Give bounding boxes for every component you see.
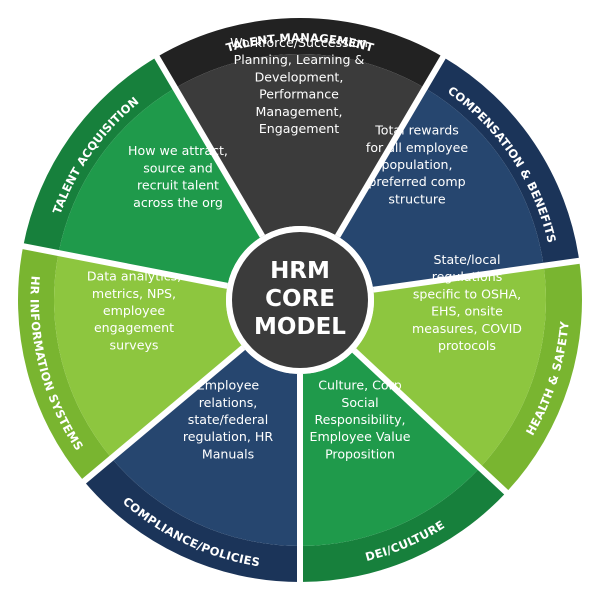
segment-body-line: Culture, Corp — [318, 378, 402, 393]
segment-body-line: across the org — [133, 195, 223, 210]
segment-talent-acquisition: How we attract, source and recruit talent a… — [23, 57, 263, 286]
segment-body-line: Engagement — [259, 121, 339, 136]
segment-body-line: relations, — [199, 395, 258, 410]
segment-body-line: for all employee — [366, 140, 468, 155]
segment-body-talent-acquisition: How we attract, source and recruit talent a… — [128, 143, 228, 210]
segment-body-line: surveys — [110, 337, 159, 352]
segment-body-line: Social — [341, 395, 378, 410]
segment-body-line: metrics, NPS, — [92, 286, 176, 301]
segment-body-line: regulation, HR — [183, 429, 273, 444]
segment-body-line: Employee — [197, 378, 260, 393]
segment-compliance-policies: Employee relations, state/federal regulatio… — [83, 347, 300, 582]
segment-band-compensation-benefits — [424, 57, 580, 266]
hub-disc — [232, 232, 368, 368]
segment-body-line: Total rewards — [374, 123, 459, 138]
segment-body-line: state/federal — [188, 412, 268, 427]
segment-body-line: Development, — [255, 69, 344, 84]
segment-band-dei-culture — [300, 467, 507, 582]
segment-wedge-talent-acquisition — [58, 88, 263, 286]
segment-band-talent-management — [156, 18, 444, 89]
hub: HRM CORE MODEL — [226, 226, 374, 374]
segment-body-line: population, — [381, 157, 452, 172]
segment-wedge-dei-culture — [300, 350, 480, 546]
segment-wedge-compensation-benefits — [337, 88, 544, 290]
segment-body-line: protocols — [438, 338, 496, 353]
segment-divider — [20, 242, 228, 289]
segment-body-line: source and — [143, 160, 213, 175]
segment-band-talent-acquisition — [23, 57, 176, 254]
segment-body-health-safety: State/localregulationsspecific to OSHA,E… — [412, 252, 522, 353]
segment-body-line: How we attract, — [128, 143, 228, 158]
segment-divider — [372, 257, 582, 293]
segment-body-line: structure — [388, 191, 445, 206]
segment-body-line: measures, COVID — [412, 321, 522, 336]
segment-wedge-hr-information-systems — [53, 253, 244, 459]
segment-body-line: State/local — [434, 252, 501, 267]
segment-divider — [153, 53, 266, 238]
segment-body-line: Management, — [256, 104, 343, 119]
segment-body-line: recruit talent — [137, 178, 219, 193]
segment-band-compliance-policies — [83, 458, 300, 582]
segment-wedge-compliance-policies — [111, 347, 300, 546]
hub-line-3: MODEL — [254, 314, 346, 340]
segment-band-health-safety — [479, 260, 583, 493]
segment-body-compliance-policies: Employee relations, state/federal regulatio… — [183, 378, 273, 462]
hub-line-1: HRM — [270, 258, 330, 284]
segment-divider — [334, 53, 447, 238]
segment-body-line: Performance — [259, 87, 339, 102]
segment-body-line: engagement — [94, 320, 174, 335]
segment-body-line: Planning, Learning & — [234, 52, 365, 67]
segment-body-line: preferred comp — [368, 174, 465, 189]
segment-body-line: specific to OSHA, — [413, 286, 521, 301]
segment-body-line: Manuals — [202, 446, 254, 461]
segment-body-line: Responsibility, — [314, 412, 405, 427]
segment-body-line: Workforce/Succession — [230, 35, 368, 50]
segment-wedge-health-safety — [354, 265, 547, 468]
segment-body-line: EHS, onsite — [431, 304, 503, 319]
segment-body-line: Employee Value — [310, 429, 411, 444]
hub-line-2: CORE — [265, 286, 335, 312]
segment-band-hr-information-systems — [17, 246, 112, 482]
segment-divider — [352, 348, 510, 496]
segment-divider — [80, 345, 246, 485]
segment-body-line: employee — [103, 303, 165, 318]
segment-body-line: Proposition — [325, 446, 395, 461]
